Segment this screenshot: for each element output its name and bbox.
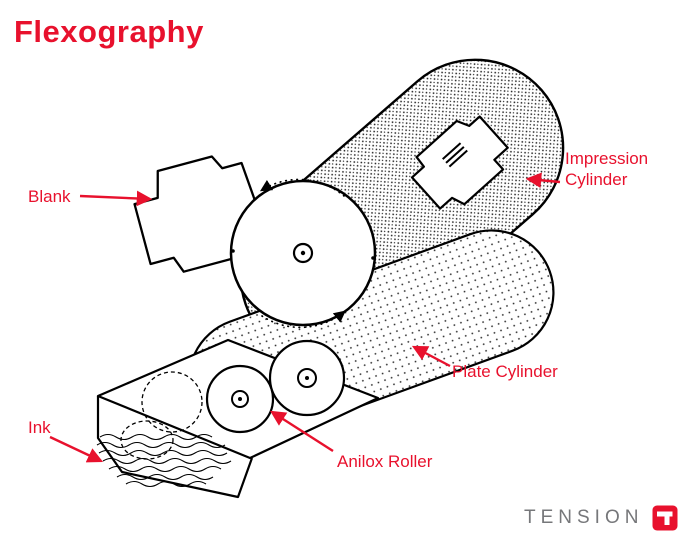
page-title: Flexography: [14, 14, 204, 49]
address-lines: [442, 142, 468, 168]
ink-arrow: [49, 435, 104, 463]
label-ink: Ink: [28, 418, 51, 437]
impression-cylinder-arrow: [525, 172, 561, 189]
blank-on-cylinder-shape: [410, 115, 509, 210]
label-impression-cylinder: Impression Cylinder: [565, 149, 649, 189]
label-blank: Blank: [28, 187, 71, 206]
label-plate-cylinder: Plate Cylinder: [452, 362, 558, 381]
plate-cylinder-arrow: [411, 345, 451, 368]
callout-arrows: [49, 172, 561, 463]
fountain-roller-dashed: [141, 371, 203, 433]
brand-lockup: TENSION: [524, 505, 678, 531]
anilox-roller-left: [205, 364, 275, 434]
brand-wordmark: TENSION: [524, 507, 644, 528]
blank-arrow: [79, 190, 153, 207]
rotation-arrows: [259, 178, 346, 329]
label-anilox-roller: Anilox Roller: [337, 452, 433, 471]
plate-cylinder-circle: [229, 178, 377, 329]
ink-waves: [96, 433, 232, 488]
anilox-roller-mid: [268, 339, 346, 417]
tension-logo-icon: [652, 505, 678, 531]
anilox-roller-arrow: [270, 410, 334, 453]
